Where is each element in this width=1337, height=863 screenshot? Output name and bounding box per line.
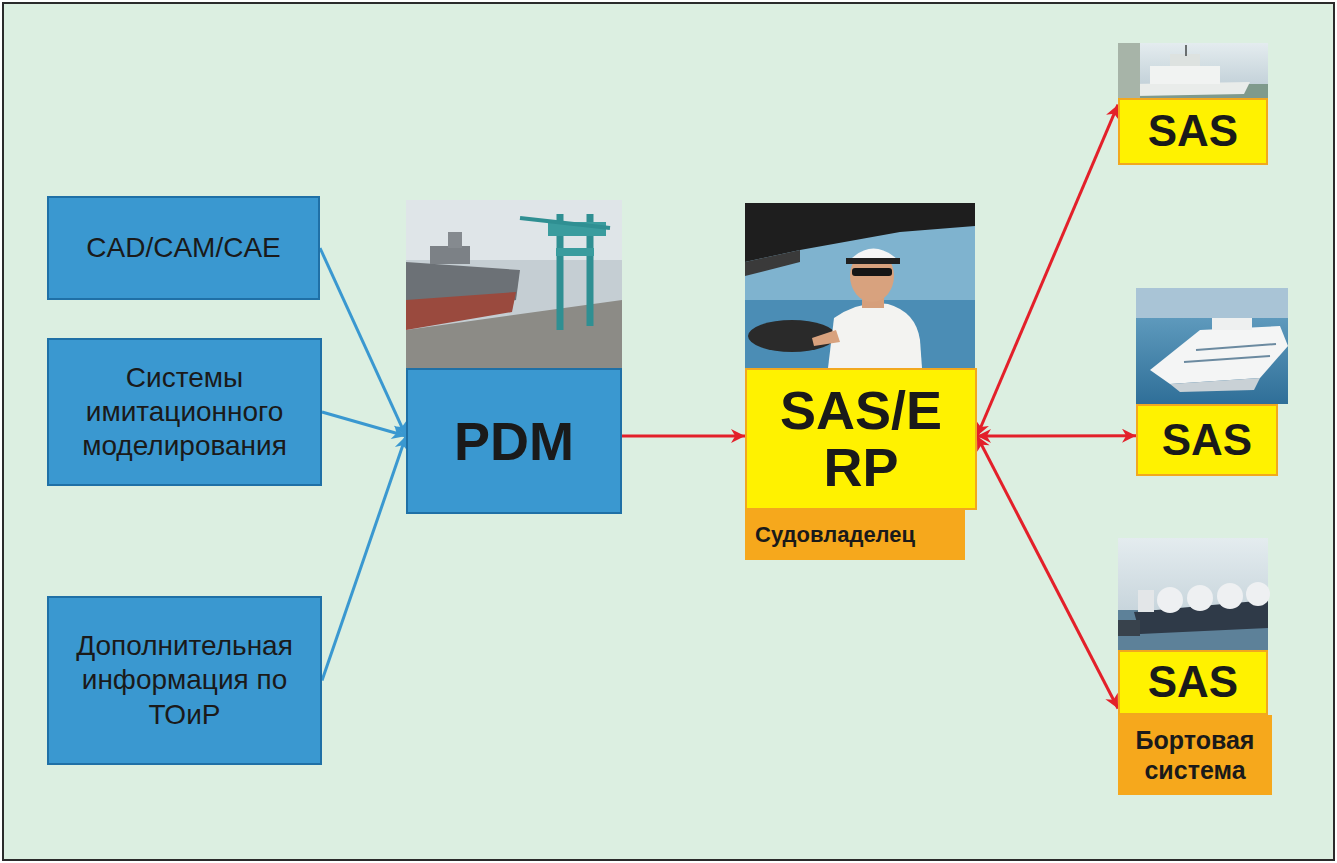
box-body: SAS bbox=[1136, 404, 1278, 476]
system-box: SAS bbox=[1118, 98, 1268, 165]
box-label: Системы имитационного моделирования bbox=[57, 361, 312, 463]
role-tag: Бортовая система bbox=[1118, 715, 1272, 795]
flow-arrow bbox=[622, 435, 745, 438]
source-box: PDM bbox=[406, 368, 622, 514]
box-label: SAS bbox=[1162, 417, 1252, 463]
flow-arrow bbox=[320, 248, 406, 436]
role-tag: Судовладелец bbox=[745, 510, 965, 560]
box-body: PDM bbox=[406, 368, 622, 514]
box-body: Системы имитационного моделирования bbox=[47, 338, 322, 486]
cruise-ship-photo bbox=[1136, 288, 1288, 404]
source-box: Дополнительная информация по ТОиР bbox=[47, 596, 322, 765]
box-body: SAS bbox=[1118, 98, 1268, 165]
source-box: CAD/CAM/CAE bbox=[47, 196, 320, 300]
box-label: SAS bbox=[1148, 659, 1238, 705]
shipyard-photo bbox=[406, 200, 622, 368]
system-box: SAS Бортовая система bbox=[1118, 650, 1272, 795]
flow-arrow bbox=[977, 434, 1136, 437]
ship-photo bbox=[1118, 43, 1268, 98]
flow-arrow bbox=[977, 436, 1118, 708]
outer-frame bbox=[3, 3, 1334, 860]
box-label: Дополнительная информация по ТОиР bbox=[57, 629, 312, 731]
system-box: SAS bbox=[1136, 404, 1278, 476]
flow-arrow bbox=[977, 105, 1118, 436]
box-label: CAD/CAM/CAE bbox=[86, 231, 280, 265]
role-label: Судовладелец bbox=[755, 522, 915, 548]
box-label: SAS bbox=[1148, 108, 1238, 154]
flow-arrow bbox=[322, 412, 406, 436]
role-label: Бортовая система bbox=[1124, 725, 1266, 785]
tanker-photo bbox=[1118, 538, 1270, 650]
flow-arrow bbox=[322, 436, 406, 680]
box-label: PDM bbox=[454, 410, 574, 472]
system-box: SAS/E RP Судовладелец bbox=[745, 368, 977, 560]
box-body: Дополнительная информация по ТОиР bbox=[47, 596, 322, 765]
captain-photo bbox=[745, 203, 975, 368]
box-body: CAD/CAM/CAE bbox=[47, 196, 320, 300]
box-label: SAS/E RP bbox=[755, 382, 967, 495]
box-body: SAS bbox=[1118, 650, 1268, 715]
source-box: Системы имитационного моделирования bbox=[47, 338, 322, 486]
box-body: SAS/E RP bbox=[745, 368, 977, 510]
